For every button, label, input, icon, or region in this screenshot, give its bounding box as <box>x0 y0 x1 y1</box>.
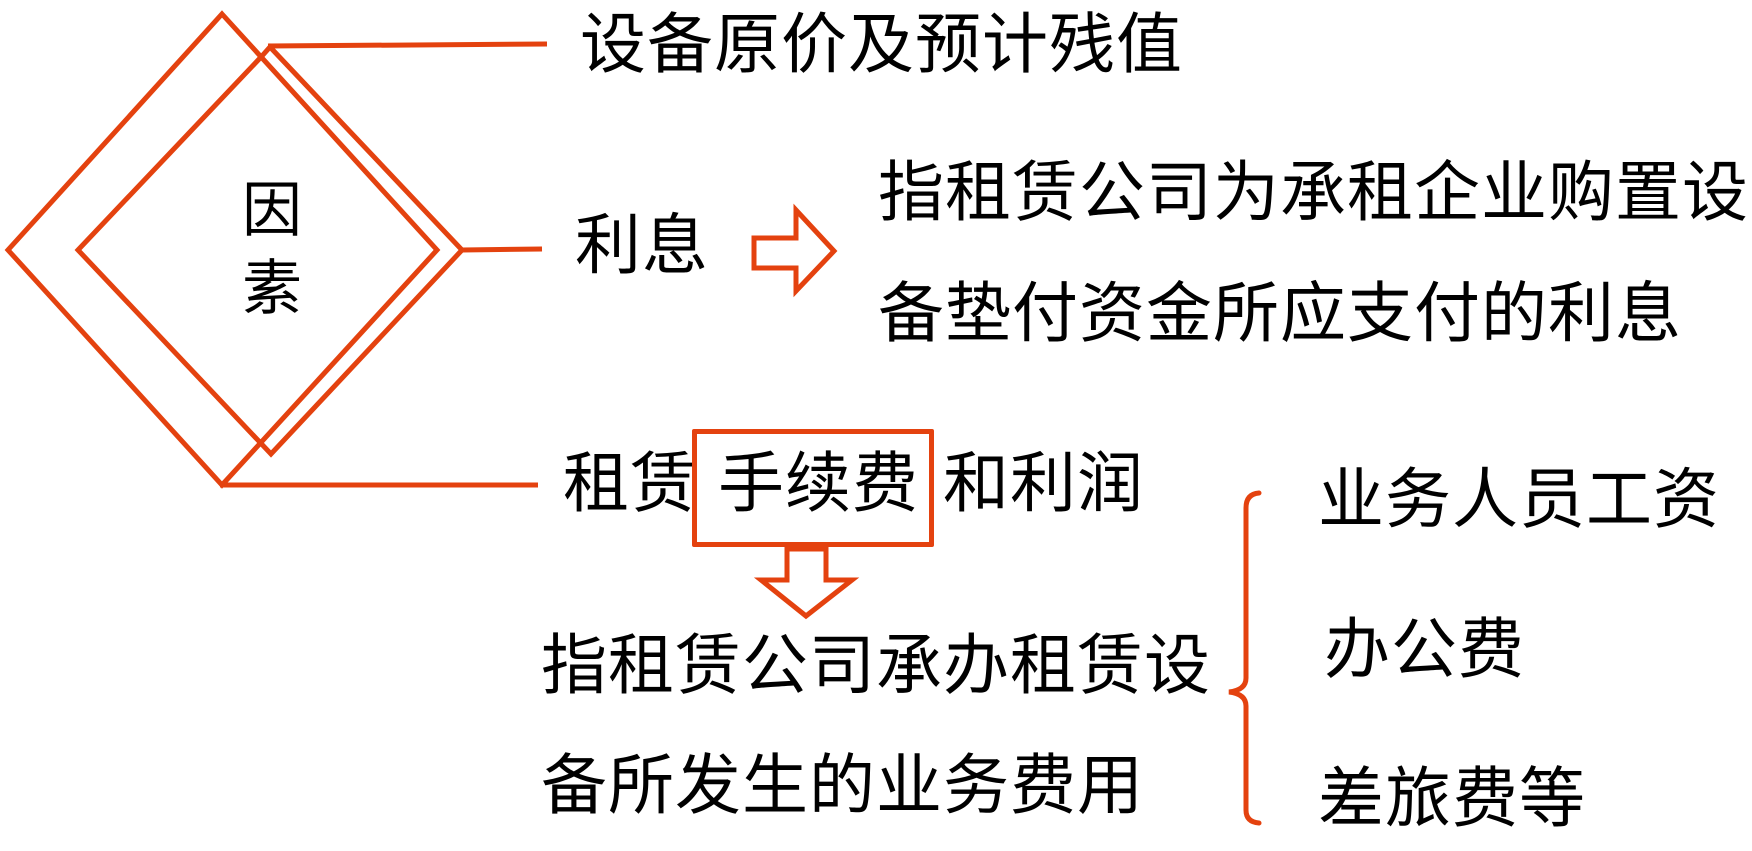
branch-interest-label: 利息 <box>575 207 709 284</box>
fee-highlight-box <box>692 429 934 547</box>
connector-line-interest <box>461 246 543 253</box>
center-label-line2: 素 <box>242 254 302 324</box>
fee-label-prefix: 租赁 <box>563 445 697 522</box>
fee-explanation-line1: 指租赁公司承办租赁设 <box>541 627 1211 704</box>
right-arrow-icon <box>751 203 838 298</box>
fee-explanation-line2: 备所发生的业务费用 <box>541 747 1144 824</box>
fee-label-suffix: 和利润 <box>943 445 1144 522</box>
curly-brace-icon <box>1228 490 1262 826</box>
inner-diamond <box>74 43 466 458</box>
sub-item-staff-salary: 业务人员工资 <box>1318 461 1720 538</box>
branch-residual-value-label: 设备原价及预计残值 <box>580 6 1183 83</box>
sub-item-travel-expense: 差旅费等 <box>1318 760 1586 837</box>
outer-diamond <box>4 10 441 489</box>
fee-label-highlight: 手续费 <box>718 445 919 522</box>
connector-line-residual <box>267 41 548 49</box>
center-label-line1: 因 <box>242 176 302 246</box>
interest-explanation-line2: 备垫付资金所应支付的利息 <box>878 275 1682 352</box>
sub-item-office-expense: 办公费 <box>1324 611 1525 688</box>
interest-explanation-line1: 指租赁公司为承租企业购置设 <box>878 154 1749 231</box>
down-arrow-icon <box>753 546 860 620</box>
